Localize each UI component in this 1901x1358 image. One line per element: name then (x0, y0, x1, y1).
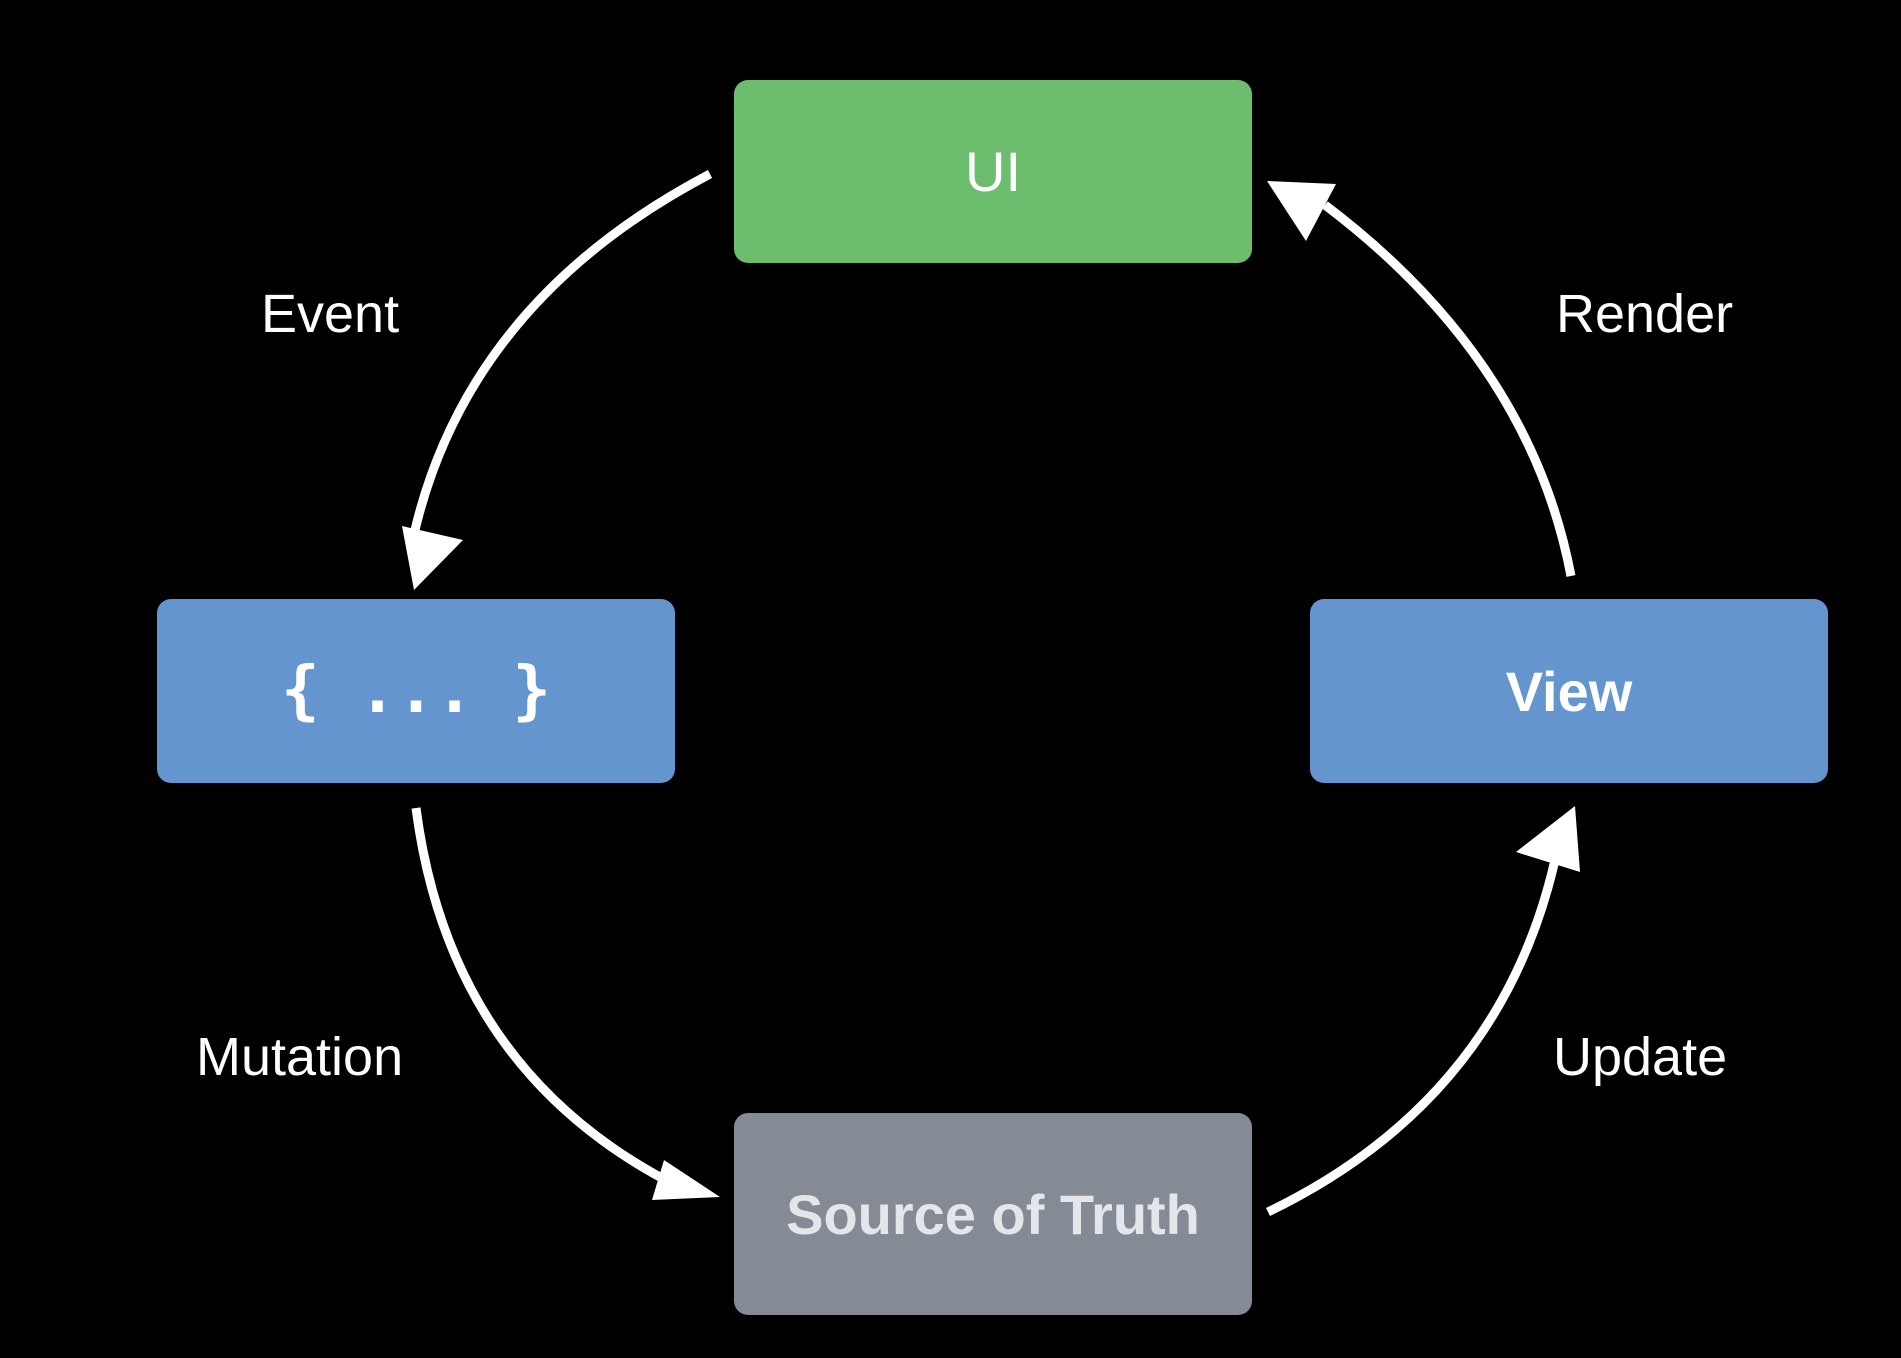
action-code-node: { ... } (157, 599, 675, 783)
source-of-truth-node-label: Source of Truth (786, 1182, 1200, 1246)
source-of-truth-node: Source of Truth (734, 1113, 1252, 1315)
event-arrow (410, 170, 713, 532)
ui-node: UI (734, 80, 1252, 263)
update-arrow (1266, 858, 1560, 1217)
update-label: Update (1553, 1027, 1728, 1087)
mutation-arrowhead (652, 1160, 720, 1200)
render-arrowhead (1267, 181, 1336, 241)
event-arrowhead (402, 526, 463, 590)
render-arrow (1322, 201, 1576, 577)
mutation-arrow (411, 807, 678, 1190)
action-code-node-label: { ... } (281, 654, 551, 728)
ui-node-label: UI (965, 140, 1021, 203)
view-node-label: View (1505, 659, 1633, 723)
event-label: Event (261, 284, 400, 344)
update-arrowhead (1516, 806, 1580, 872)
mutation-label: Mutation (196, 1027, 404, 1087)
render-label: Render (1556, 284, 1734, 344)
view-node: View (1310, 599, 1828, 783)
